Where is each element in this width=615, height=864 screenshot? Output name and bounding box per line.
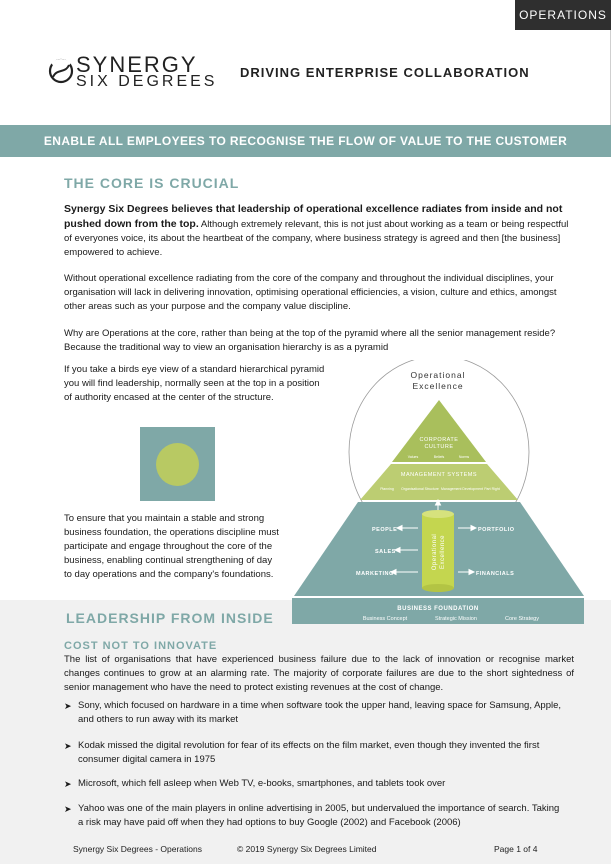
list-item-text: Kodak missed the digital revolution for … [78,740,540,765]
operational-excellence-pyramid-diagram: Operational Excellence CORPORATE CULTURE… [292,360,584,624]
core-label-line1: Operational [432,534,438,571]
logo-wordmark-synergy: SYNERGY [76,52,198,77]
diagram-title-line2: Excellence [412,381,463,391]
arrow-bullet-icon: ➤ [64,701,72,711]
tier-label-management: MANAGEMENT SYSTEMS [401,472,477,478]
paragraph-business-failure: The list of organisations that have expe… [64,654,574,693]
lower-section-background [0,600,611,864]
footer-copyright: © 2019 Synergy Six Degrees Limited [237,844,377,854]
pyramid-tier-management-systems [360,464,518,500]
core-cylinder-bottom [422,584,454,592]
foundation-sub-mission: Strategic Mission [435,616,477,622]
discipline-portfolio: PORTFOLIO [478,527,515,533]
margin-rule [610,30,611,125]
pyramid-business-foundation [292,598,584,624]
discipline-financials: FINANCIALS [476,571,514,577]
culture-sub-norms: Norms [459,455,470,459]
discipline-sales: SALES [375,549,396,555]
list-item-text: Sony, which focused on hardware in a tim… [78,700,562,725]
section-tab-operations: OPERATIONS [515,0,611,30]
discipline-people: PEOPLE [372,527,397,533]
mgmt-sub-development: Management Development [441,487,483,491]
logo-wordmark-six-degrees: SIX DEGREES [76,73,218,90]
birds-eye-leadership-circle [156,443,199,486]
banner-strapline: ENABLE ALL EMPLOYEES TO RECOGNISE THE FL… [0,125,611,157]
mgmt-sub-part-right: Part Right [484,487,500,491]
arrow-bullet-icon: ➤ [64,741,72,751]
list-item: ➤ Yahoo was one of the main players in o… [64,802,564,830]
culture-sub-beliefs: Beliefs [434,455,445,459]
core-cylinder-top [422,510,454,518]
intro-lead-text: Synergy Six Degrees believes that leader… [64,203,563,230]
paragraph-foundation: To ensure that you maintain a stable and… [64,513,279,580]
culture-sub-values: Values [408,455,419,459]
intro-body-text: Although extremely relevant, this is not… [64,219,569,258]
paragraph-birds-eye: If you take a birds eye view of a standa… [64,364,325,403]
discipline-marketing: MARKETING [356,571,394,577]
mgmt-sub-planning: Planning [380,487,394,491]
tier-label-culture-line2: CULTURE [424,444,453,450]
section-heading-core: THE CORE IS CRUCIAL [64,175,240,191]
list-item: ➤ Microsoft, which fell asleep when Web … [64,777,564,791]
core-label-line2: Excellence [440,535,446,569]
logo-mark-icon [48,58,74,84]
page-footer: Synergy Six Degrees - Operations © 2019 … [0,842,611,858]
subheading-cost-not-to-innovate: COST NOT TO INNOVATE [64,640,218,652]
footer-document-name: Synergy Six Degrees - Operations [73,844,202,854]
list-item: ➤ Sony, which focused on hardware in a t… [64,699,564,727]
foundation-sub-strategy: Core Strategy [505,616,539,622]
footer-page-number: Page 1 of 4 [494,844,538,854]
core-cylinder [422,514,454,588]
list-item-text: Microsoft, which fell asleep when Web TV… [78,778,446,789]
intro-paragraph: Synergy Six Degrees believes that leader… [64,202,574,260]
mgmt-sub-structure: Organisational Structure [401,487,439,491]
section-heading-leadership: LEADERSHIP FROM INSIDE [66,610,274,626]
arrow-bullet-icon: ➤ [64,779,72,789]
paragraph-operational-excellence: Without operational excellence radiating… [64,273,557,312]
list-item-text: Yahoo was one of the main players in onl… [78,803,560,828]
page-title: DRIVING ENTERPRISE COLLABORATION [240,65,530,80]
tier-label-culture-line1: CORPORATE [420,437,459,443]
arrow-bullet-icon: ➤ [64,804,72,814]
paragraph-why-core: Why are Operations at the core, rather t… [64,328,556,353]
foundation-label: BUSINESS FOUNDATION [397,606,478,612]
diagram-connector-arrows [389,498,478,576]
diagram-title-line1: Operational [411,370,466,380]
foundation-sub-concept: Business Concept [363,616,408,622]
pyramid-tier-corporate-culture [392,400,486,462]
list-item: ➤ Kodak missed the digital revolution fo… [64,739,564,767]
